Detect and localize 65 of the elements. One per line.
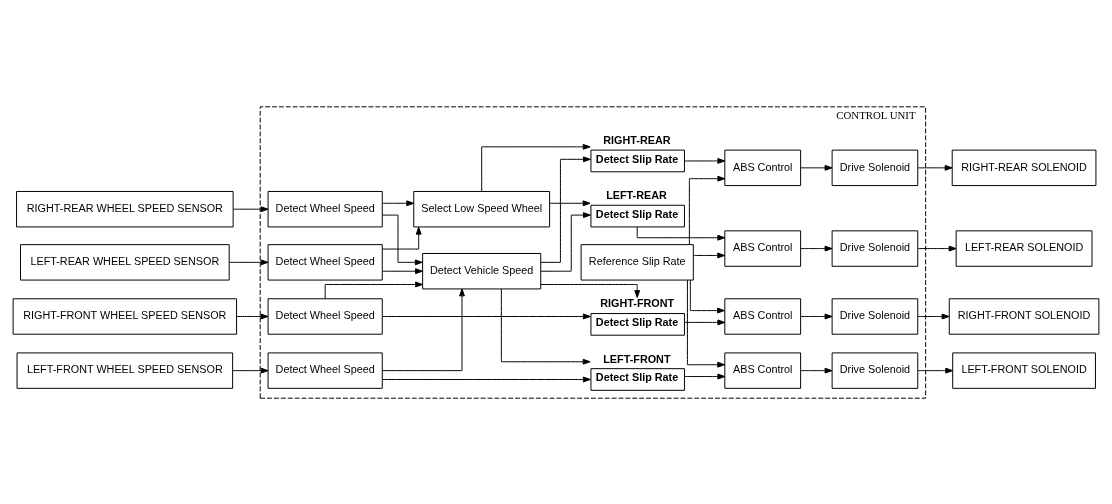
arrow xyxy=(232,205,269,212)
node-box: Drive Solenoid xyxy=(831,297,919,335)
node-box: RIGHT-FRONT SOLENOID xyxy=(948,297,1100,335)
arrow xyxy=(540,211,591,272)
arrow xyxy=(382,226,422,250)
node-label: RIGHT-REAR xyxy=(603,133,671,146)
node-box: RIGHT-REAR WHEEL SPEED SENSOR xyxy=(16,190,234,227)
node-box: RIGHT-REAR SOLENOID xyxy=(951,149,1097,186)
node-label: RIGHT-FRONT xyxy=(600,296,675,309)
node-box: LEFT-REAR WHEEL SPEED SENSOR xyxy=(20,243,230,281)
arrow xyxy=(800,245,833,251)
node-box: LEFT-FRONT SOLENOID xyxy=(952,351,1096,389)
arrow xyxy=(481,143,591,192)
arrow xyxy=(236,313,269,319)
arrow xyxy=(382,214,423,265)
arrow xyxy=(324,281,423,299)
arrow xyxy=(800,164,833,171)
arrow xyxy=(800,367,833,374)
node-box: LEFT-REAR SOLENOID xyxy=(955,229,1093,267)
node-box: LEFT-FRONT WHEEL SPEED SENSOR xyxy=(16,351,234,389)
node-box: ABS Control xyxy=(724,351,802,389)
arrow xyxy=(232,367,269,374)
node-box: Detect Vehicle Speed xyxy=(422,252,542,289)
node-box: Reference Slip Rate xyxy=(580,243,694,281)
arrow xyxy=(382,199,415,206)
arrow xyxy=(917,164,953,171)
arrow xyxy=(686,279,726,368)
arrow xyxy=(683,319,726,325)
arrow xyxy=(683,157,726,164)
node-box: Drive Solenoid xyxy=(831,229,919,267)
node-box: Detect Wheel Speed xyxy=(267,297,383,335)
arrow xyxy=(228,258,269,265)
node-box: Detect Slip Rate xyxy=(590,149,685,172)
node-box: Detect Slip Rate xyxy=(590,367,685,391)
arrow xyxy=(683,373,726,379)
arrow xyxy=(688,175,726,245)
arrow xyxy=(381,288,465,371)
arrow xyxy=(382,267,423,274)
arrow xyxy=(692,252,726,258)
node-box: Drive Solenoid xyxy=(831,149,919,186)
node-box: Drive Solenoid xyxy=(831,351,919,389)
arrow xyxy=(917,245,957,251)
arrow xyxy=(800,313,833,319)
node-box: Select Low Speed Wheel xyxy=(413,190,551,227)
arrow xyxy=(540,283,641,298)
arrow xyxy=(381,376,591,382)
node-box: ABS Control xyxy=(724,149,802,186)
node-box: Detect Wheel Speed xyxy=(267,351,383,389)
node-box: Detect Wheel Speed xyxy=(267,190,383,227)
node-label: LEFT-REAR xyxy=(606,188,667,201)
arrow xyxy=(540,155,591,263)
arrow xyxy=(381,313,591,319)
node-label: LEFT-FRONT xyxy=(603,352,671,365)
node-box: Detect Wheel Speed xyxy=(267,243,383,281)
arrow xyxy=(917,367,954,374)
arrow xyxy=(917,313,950,319)
arrow xyxy=(689,279,725,313)
node-box: ABS Control xyxy=(724,297,802,335)
node-box: Detect Slip Rate xyxy=(590,312,685,336)
arrow xyxy=(500,288,591,365)
node-box: Detect Slip Rate xyxy=(590,204,685,227)
arrow xyxy=(549,199,591,206)
node-box: RIGHT-FRONT WHEEL SPEED SENSOR xyxy=(12,297,238,335)
node-box: ABS Control xyxy=(724,229,802,267)
arrow xyxy=(636,226,726,241)
